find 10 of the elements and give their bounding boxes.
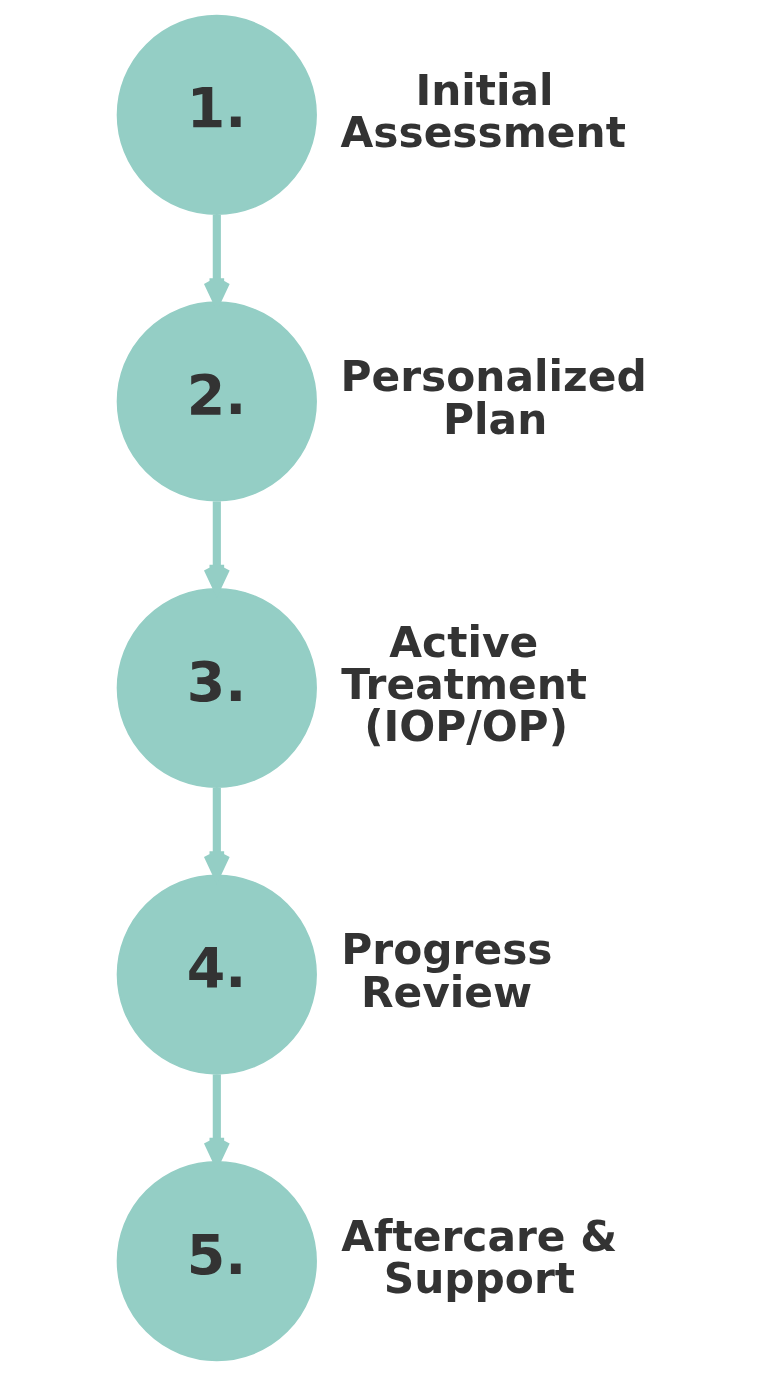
- node-label: Personalized Plan: [340, 352, 647, 444]
- node-label: Initial Assessment: [340, 65, 626, 158]
- node-circle: 5.: [116, 1160, 317, 1362]
- node-circle: 2.: [116, 301, 317, 502]
- node-label: Progress Review: [340, 925, 553, 1017]
- node-circle: 1.: [116, 14, 317, 216]
- node-circle: 3.: [116, 587, 317, 789]
- node-label: Active Treatment (IOP/OP): [340, 617, 587, 752]
- node-label: Aftercare & Support: [340, 1211, 617, 1304]
- node-circle: 4.: [116, 874, 317, 1075]
